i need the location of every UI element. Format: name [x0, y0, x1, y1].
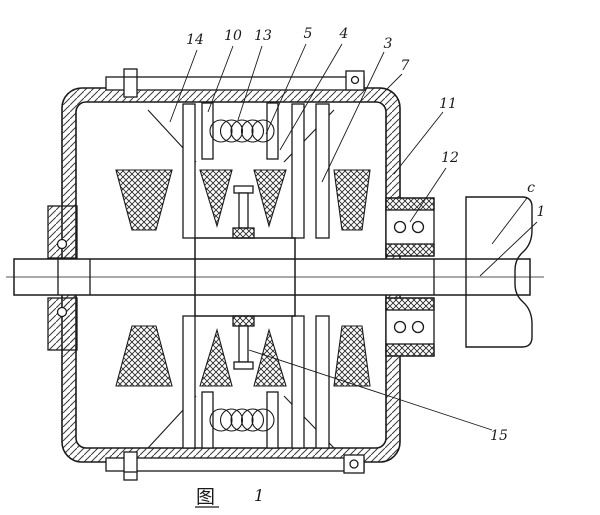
center-rod-bottom	[232, 315, 255, 370]
top-coil	[201, 102, 279, 160]
right-bearing-ball	[411, 220, 425, 234]
top-coil-left-flange	[201, 102, 214, 160]
leader-line-11	[393, 111, 444, 175]
callout-11: 11	[439, 96, 457, 112]
callout-c: c	[527, 180, 535, 196]
figure-caption-number: 1	[254, 486, 264, 505]
bottom-coil-right-flange	[266, 391, 279, 449]
left-bearing-pads	[47, 205, 78, 351]
leader-line-13	[237, 45, 263, 121]
output-pulley	[465, 196, 533, 348]
pole-pieces	[115, 169, 371, 387]
left-bearing-ball-top	[56, 238, 68, 250]
bottom-mounting-bar	[105, 451, 365, 481]
right-bearing-block-bottom	[385, 297, 435, 357]
leader-lines	[169, 43, 538, 431]
right-bearing-ball	[393, 320, 407, 334]
bottom-coil-left-flange	[201, 391, 214, 449]
top-mounting-bar	[105, 68, 365, 98]
leader-line-7	[373, 73, 403, 103]
callout-15: 15	[490, 428, 508, 444]
leader-line-5	[265, 43, 307, 135]
leader-line-4	[279, 43, 343, 151]
top-left-bolt	[123, 68, 138, 98]
callout-3: 3	[384, 36, 393, 52]
leader-line-15	[248, 349, 493, 431]
bottom-coil	[201, 391, 279, 449]
callout-10: 10	[224, 28, 242, 44]
callout-14: 14	[186, 32, 204, 48]
callout-4: 4	[339, 26, 349, 42]
bottom-coil-windings	[209, 408, 275, 432]
right-bearing-block-top	[385, 197, 435, 257]
leader-line-c	[491, 197, 528, 245]
callout-7: 7	[401, 58, 410, 74]
bottom-left-bolt	[123, 451, 138, 481]
callout-13: 13	[254, 28, 272, 44]
leader-line-10	[207, 45, 234, 113]
figure-caption: 图 1	[196, 486, 264, 508]
right-bearing-ball	[411, 320, 425, 334]
leader-line-14	[169, 49, 198, 123]
armature-plates	[182, 103, 330, 449]
top-coil-windings	[209, 119, 275, 143]
leader-line-12	[409, 167, 447, 223]
callout-labels: 14 10 13 5 4 3 7 11 12 c 1 15	[186, 26, 545, 444]
left-bearing-ball-bottom	[56, 306, 68, 318]
callout-5: 5	[304, 26, 313, 42]
housing-wall	[61, 87, 401, 463]
callout-12: 12	[441, 150, 459, 166]
leader-line-3	[321, 51, 385, 183]
leader-line-1	[479, 221, 538, 277]
right-bearing-ball	[393, 220, 407, 234]
figure-caption-char: 图	[196, 486, 215, 508]
callout-1: 1	[537, 204, 546, 220]
center-rod-top	[232, 185, 255, 239]
